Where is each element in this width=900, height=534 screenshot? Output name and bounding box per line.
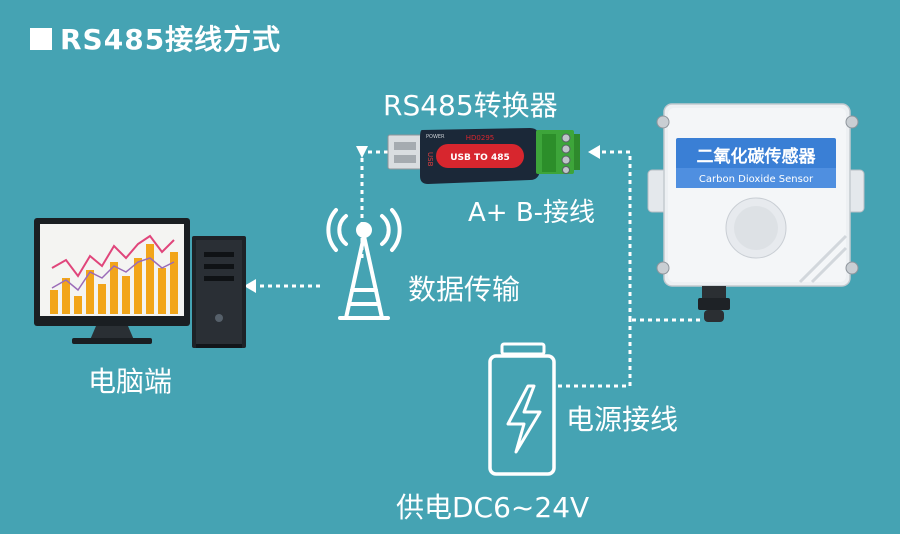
power-supply-label: 供电DC6~24V (396, 491, 590, 524)
arrow-left-icon (244, 279, 256, 293)
arrow-left-icon (588, 145, 600, 159)
converter-usb-text: USB (426, 152, 434, 167)
page-title-text: RS485接线方式 (60, 23, 282, 56)
arrow-down-icon (356, 146, 368, 158)
converter-brand-text: HD0295 (466, 134, 494, 142)
converter-power-text: POWER (426, 134, 445, 140)
arrowheads (244, 145, 600, 293)
wireless-tower-icon (326, 208, 402, 320)
transmission-label: 数据传输 (408, 273, 521, 306)
sensor-name-cn: 二氧化碳传感器 (697, 146, 817, 167)
battery-icon (488, 342, 556, 476)
page-title: RS485接线方式 (30, 18, 281, 58)
power-wiring-label: 电源接线 (566, 403, 679, 436)
converter-stick-text: USB TO 485 (450, 153, 510, 163)
co2-sensor: 二氧化碳传感器 Carbon Dioxide Sensor (647, 103, 865, 322)
sensor-name-en: Carbon Dioxide Sensor (699, 174, 814, 185)
rs485-converter: USB TO 485 HD0295 POWER USB (387, 128, 580, 184)
computer-label: 电脑端 (88, 365, 173, 398)
converter-label: RS485转换器 (383, 89, 558, 122)
computer-icon (34, 218, 246, 348)
title-square-icon (30, 28, 52, 50)
screen-chart (50, 234, 178, 314)
wiring-label: A+ B-接线 (468, 198, 596, 228)
